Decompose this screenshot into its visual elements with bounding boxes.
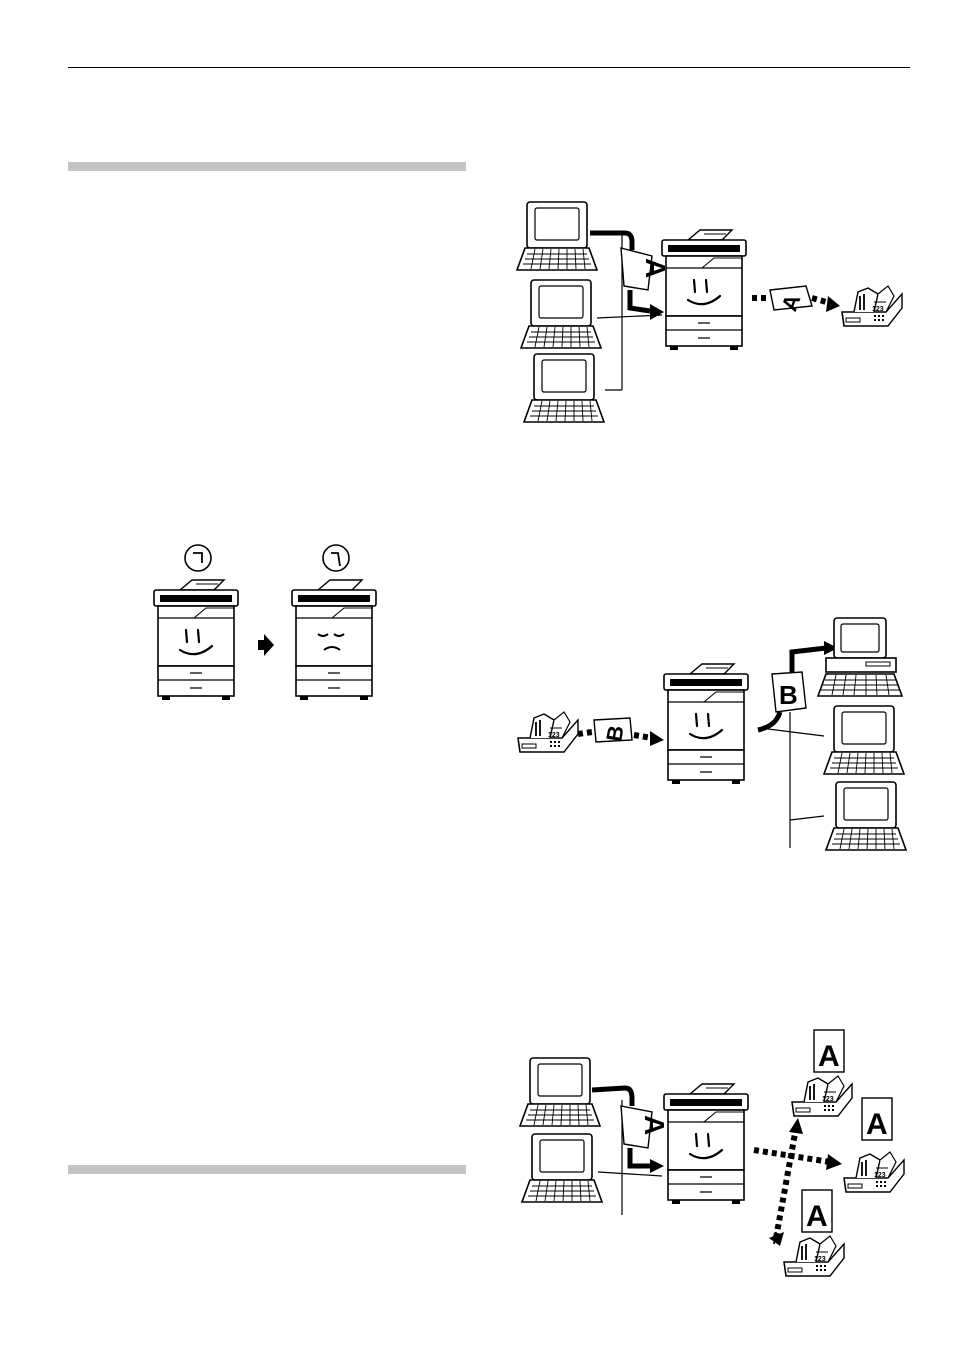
computer-icon xyxy=(520,279,602,349)
fax-machine-icon xyxy=(517,711,579,753)
copier-icon xyxy=(662,1082,750,1206)
fax-machine-icon xyxy=(791,1075,853,1117)
document-letter-a: A xyxy=(640,258,671,278)
clock-icon xyxy=(322,544,350,572)
section-heading-bar xyxy=(68,162,466,171)
document-letter-a: A xyxy=(639,1115,670,1135)
fax-machine-icon xyxy=(843,1151,905,1193)
document-letter-a: A xyxy=(806,1200,828,1233)
computer-icon xyxy=(523,353,605,423)
document-letter-a: A xyxy=(818,1040,840,1073)
computer-icon xyxy=(519,1057,601,1127)
figure-broadcast: A A A A xyxy=(519,1029,905,1277)
computer-icon xyxy=(825,781,907,851)
fax-machine-icon xyxy=(783,1235,845,1277)
copier-icon xyxy=(660,228,748,352)
figure-sleep-mode xyxy=(152,544,377,702)
arrow-right-icon xyxy=(258,634,274,656)
document-sheet xyxy=(861,1097,893,1141)
figure-send-from-computers: A A xyxy=(516,201,903,423)
computer-icon xyxy=(521,1133,603,1203)
copier-sleeping-icon xyxy=(291,579,377,700)
copier-awake-icon xyxy=(152,578,240,702)
computer-icon xyxy=(516,201,598,271)
document-letter-b: B xyxy=(779,680,798,710)
clock-icon xyxy=(184,544,212,572)
figure-receive-to-computers: B B xyxy=(517,617,907,851)
copier-icon xyxy=(662,662,750,786)
header-rule xyxy=(68,67,910,68)
computer-icon xyxy=(823,705,905,775)
document-sheet xyxy=(801,1189,833,1233)
computer-desktop-icon xyxy=(817,617,903,697)
fax-machine-icon xyxy=(841,285,903,327)
document-letter-a: A xyxy=(866,1108,888,1141)
section-heading-bar xyxy=(68,1165,466,1174)
document-sheet xyxy=(813,1029,845,1073)
document-letter-b: B xyxy=(601,723,628,743)
